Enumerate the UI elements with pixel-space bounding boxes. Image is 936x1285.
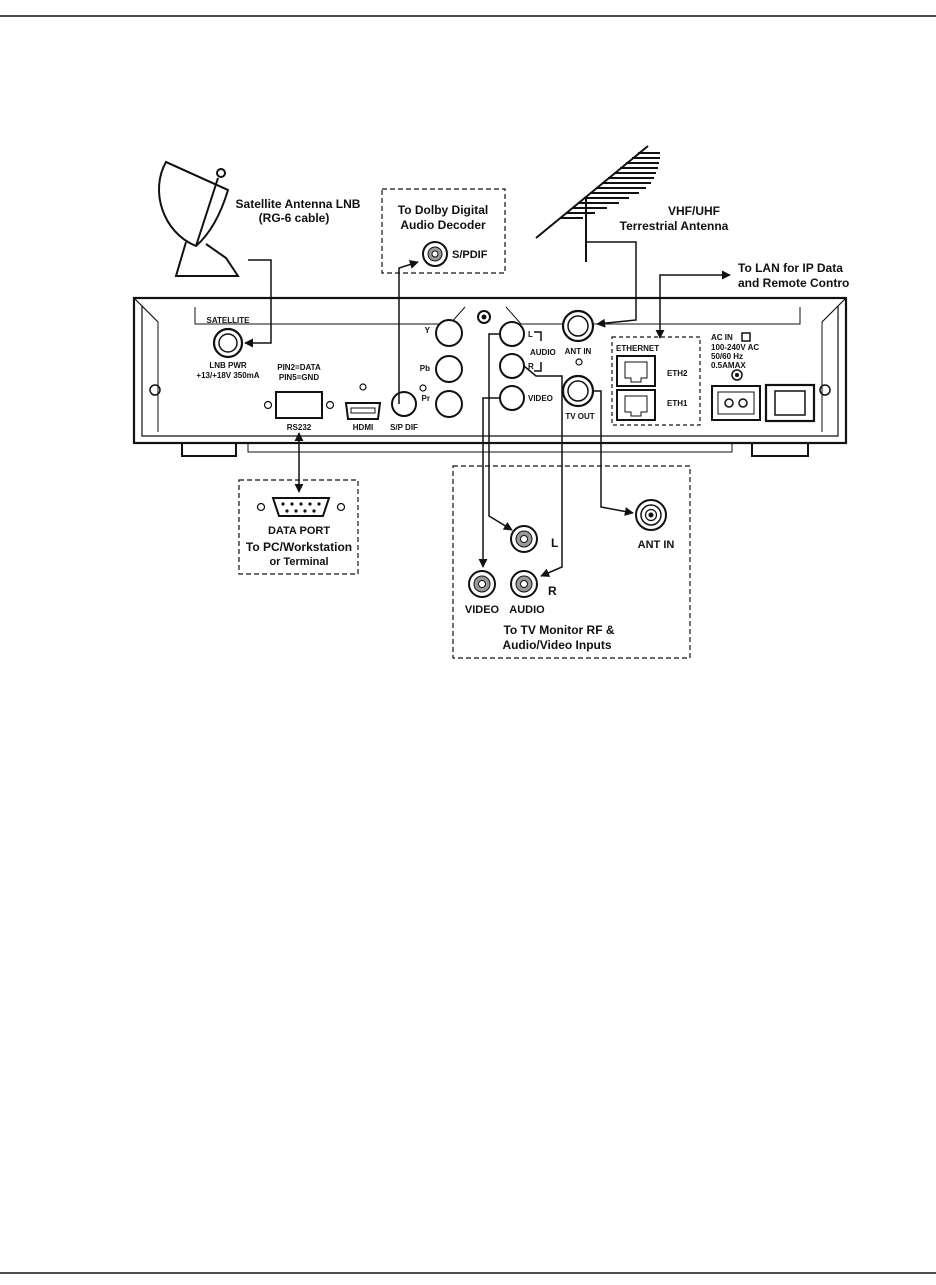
ac-voltage-label: 100-240V AC [711,343,759,352]
tv-audio-l-jack-icon [510,525,538,553]
pb-jack-icon [435,355,463,383]
cable-spdif [398,260,419,404]
y-jack-icon [435,319,463,347]
audio-l-jack-icon [499,321,525,347]
video-jack-icon [499,385,525,411]
lnb-voltage-label: +13/+18V 350mA [196,371,259,380]
dolby-label-1: To Dolby Digital [398,203,488,217]
eth2-label: ETH2 [667,369,688,378]
tv-out-label: TV OUT [565,412,594,421]
satellite-lnb-label: Satellite Antenna LNB [236,197,361,211]
eth1-label: ETH1 [667,399,688,408]
eth2-port-icon [616,355,656,387]
ethernet-label: ETHERNET [616,344,659,353]
cable-audio-l [488,333,513,531]
tv-monitor-label-1: To TV Monitor RF & [503,623,614,637]
satellite-dish-icon [158,160,240,277]
cable-lan [655,270,731,339]
audio-bracket [534,331,542,372]
spdif-port-label: S/P DIF [390,423,418,432]
vhf-label-2: Terrestrial Antenna [620,219,729,233]
rs232-port-icon [263,391,335,419]
hdmi-port-icon [344,402,382,420]
fuse-icon [731,369,743,381]
eth1-port-icon [616,389,656,421]
ac-indicator-icon [741,332,751,342]
terminal-label: or Terminal [269,556,328,568]
satellite-f-connector-icon [212,327,244,359]
audio-panel-label: AUDIO [530,348,556,357]
satellite-cable-label: (RG-6 cable) [259,211,330,225]
pr-led-icon [419,384,427,392]
pb-label: Pb [420,364,430,373]
dolby-label-2: Audio Decoder [400,218,486,232]
pr-label: Pr [422,394,430,403]
lnb-pwr-label: LNB PWR [209,361,247,370]
tv-r-label: R [548,584,557,598]
video-panel-label: VIDEO [528,394,553,403]
cable-satellite [244,259,272,348]
ant-in-connector-icon [561,309,595,343]
ant-in-led-icon [575,358,583,366]
db9-connector-icon [256,497,346,517]
tv-video-jack-icon [468,570,496,598]
spdif-decoder-label: S/PDIF [452,249,488,261]
audio-r-jack-icon [499,353,525,379]
vhf-label-1: VHF/UHF [668,204,720,218]
tv-audio-r-jack-icon [510,570,538,598]
ant-in-panel-label: ANT IN [565,347,592,356]
ac-in-label: AC IN [711,333,733,342]
lan-label-2: and Remote Contro [738,276,849,290]
tv-monitor-box [452,465,691,659]
tv-ant-in-label: ANT IN [638,539,675,551]
tv-out-connector-icon [561,374,595,408]
pr-jack-icon [435,390,463,418]
audio-l-label: L [528,330,533,339]
satellite-port-label: SATELLITE [207,316,251,325]
spdif-jack-icon [422,241,448,267]
cable-antenna [586,241,637,328]
data-port-label: DATA PORT [268,525,330,537]
power-inlet-icon [711,385,761,421]
dolby-decoder-box [381,188,506,274]
tv-monitor-label-2: Audio/Video Inputs [502,638,611,652]
tv-audio-label: AUDIO [509,604,545,616]
pin-data-label: PIN2=DATA [277,363,321,372]
terrestrial-antenna-icon [535,145,660,262]
cable-audio-r [523,365,563,577]
rs232-label: RS232 [287,423,312,432]
pin-gnd-label: PIN5=GND [279,373,319,382]
spdif-port-icon [391,391,417,417]
ac-freq-label: 50/60 Hz [711,352,743,361]
audio-r-label: R [528,362,534,371]
cable-tv-out [593,390,634,516]
tv-video-label: VIDEO [465,604,500,616]
lan-label-1: To LAN for IP Data [738,261,843,275]
hdmi-label: HDMI [353,423,373,432]
power-switch-icon [764,383,816,423]
connection-cables [244,241,731,577]
tv-ant-in-connector-icon [635,499,667,531]
ac-current-label: 0.5AMAX [711,361,746,370]
y-label: Y [425,326,431,335]
cable-video [478,397,500,568]
tv-l-label: L [551,536,558,550]
hdmi-led-icon [359,383,367,391]
to-pc-label: To PC/Workstation [246,540,352,554]
